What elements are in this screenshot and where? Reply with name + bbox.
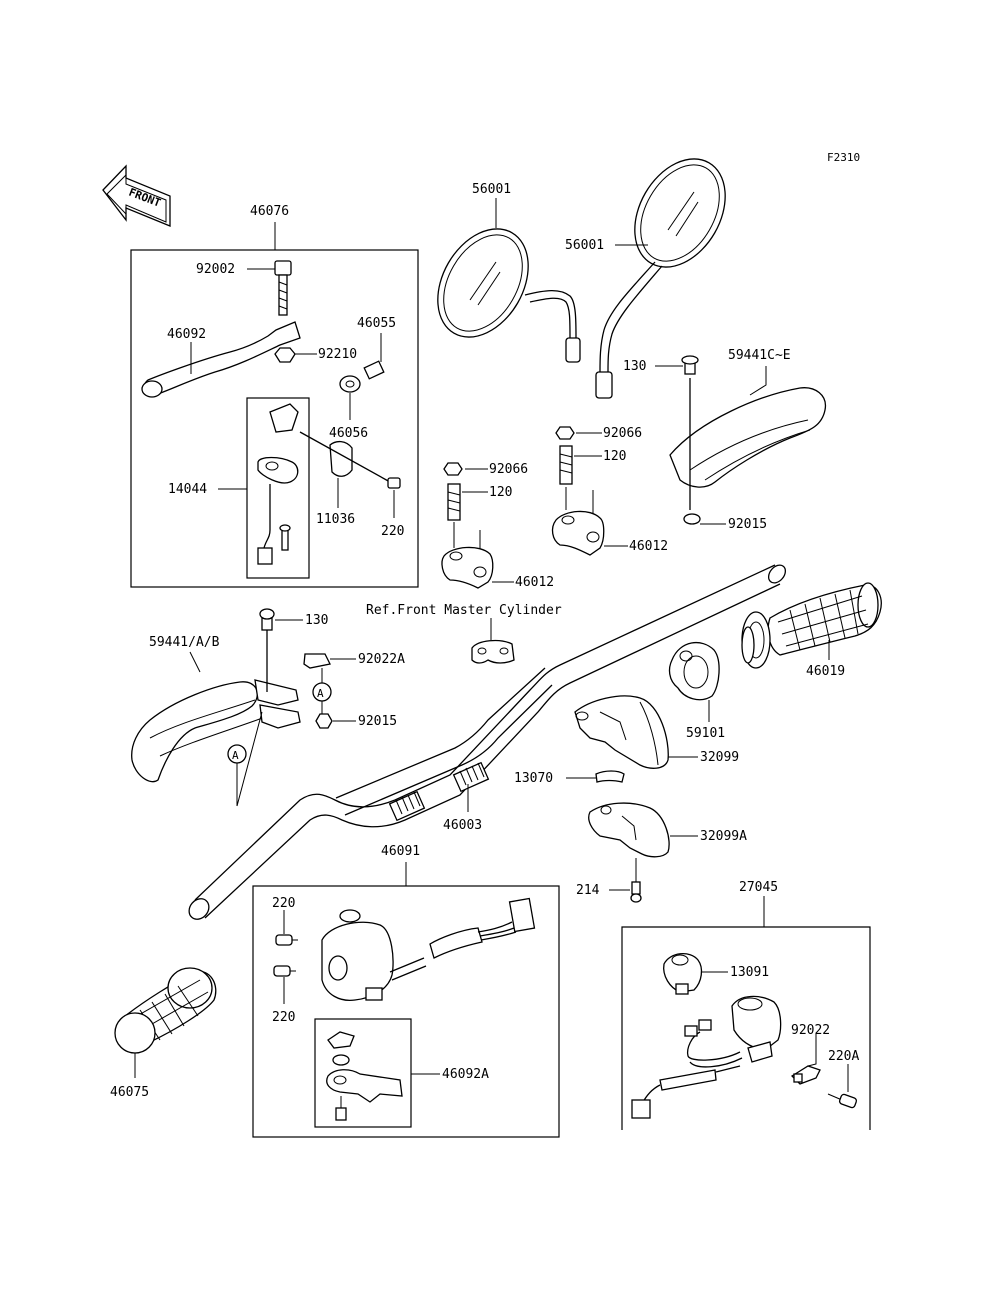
screw-220-upper	[275, 934, 298, 946]
reference-note: Ref.Front Master Cylinder	[366, 603, 562, 618]
right-hand-guard	[669, 355, 827, 525]
label-13070: 13070	[514, 771, 553, 786]
label-214: 214	[576, 883, 600, 898]
label-220-upper: 220	[272, 896, 295, 911]
label-46092a: 46092A	[442, 1067, 489, 1082]
housing-32099a	[588, 802, 670, 858]
screw-220-lower	[273, 965, 296, 977]
label-13091: 13091	[730, 965, 769, 980]
label-120-upper: 120	[603, 449, 626, 464]
callout-a-upper-text: A	[317, 687, 324, 700]
label-92210: 92210	[318, 347, 357, 362]
label-46055: 46055	[357, 316, 396, 331]
label-56001-right: 56001	[565, 238, 604, 253]
label-92022: 92022	[791, 1023, 830, 1038]
retainer-92022	[790, 1065, 821, 1085]
clamp-11036	[329, 440, 353, 477]
switch-27045-box	[621, 926, 871, 1130]
label-27045: 27045	[739, 880, 778, 895]
label-120-lower: 120	[489, 485, 512, 500]
label-130-left: 130	[305, 613, 328, 628]
label-92015-right: 92015	[728, 517, 767, 532]
handlebar-46003	[188, 564, 787, 920]
mirror-left	[437, 228, 581, 363]
clamp-lower-center	[441, 462, 494, 589]
cable-guide-13070	[595, 770, 625, 783]
label-59441-a-b: 59441/A/B	[149, 635, 220, 650]
master-cylinder-clamp	[471, 618, 515, 664]
left-hand-guard	[131, 608, 301, 783]
bolt-92002	[274, 260, 292, 316]
switch-knob	[327, 1031, 355, 1049]
label-220-lever: 220	[381, 524, 404, 539]
label-92022a: 92022A	[358, 652, 405, 667]
label-46092: 46092	[167, 327, 206, 342]
left-grip-46075	[114, 967, 217, 1054]
label-46012-upper: 46012	[629, 539, 668, 554]
label-59101: 59101	[686, 726, 725, 741]
figure-code: F2310	[827, 151, 860, 164]
label-14044: 14044	[168, 482, 207, 497]
throttle-housing-32099	[574, 695, 669, 769]
front-direction-arrow-icon: FRONT	[102, 164, 171, 227]
throttle-pulley-59101	[668, 641, 720, 701]
label-46091: 46091	[381, 844, 420, 859]
label-92066-upper: 92066	[603, 426, 642, 441]
label-32099a: 32099A	[700, 829, 747, 844]
label-220-lower: 220	[272, 1010, 295, 1025]
label-92015-left: 92015	[358, 714, 397, 729]
screw-214	[630, 858, 642, 903]
switch-subparts-box	[314, 1018, 412, 1128]
callout-a-upper: A	[312, 682, 332, 702]
label-59441c-e: 59441C~E	[728, 348, 791, 363]
cable-adjuster	[339, 360, 385, 393]
mirror-right	[595, 158, 726, 399]
screw-220a	[827, 1093, 858, 1109]
switch-housing	[321, 909, 427, 1001]
handlebar-knurl-left	[388, 790, 426, 822]
label-92002: 92002	[196, 262, 235, 277]
nut-92022a	[303, 653, 331, 669]
label-11036: 11036	[316, 512, 355, 527]
right-switch-group: 27045 13091 92022	[621, 880, 871, 1130]
label-46056: 46056	[329, 426, 368, 441]
label-46003: 46003	[443, 818, 482, 833]
left-switch-group: 46091 220 220	[252, 844, 560, 1138]
callout-a-lower-text: A	[232, 749, 239, 762]
handlebar-knurl-right	[452, 761, 490, 793]
housing-13091	[663, 953, 703, 995]
switch-wiring-connector	[429, 897, 536, 959]
kill-switch-wiring	[631, 1019, 743, 1119]
nut-92210	[274, 347, 296, 363]
label-92066-lower: 92066	[489, 462, 528, 477]
choke-lever	[326, 1069, 403, 1103]
throttle-grip-46019	[741, 582, 882, 669]
label-32099: 32099	[700, 750, 739, 765]
label-46019: 46019	[806, 664, 845, 679]
label-56001-left: 56001	[472, 182, 511, 197]
nut-92015-left	[315, 713, 333, 729]
switch-subassembly-box	[246, 397, 310, 579]
clamp-upper-right	[551, 426, 605, 556]
label-220a: 220A	[828, 1049, 859, 1064]
label-130-right: 130	[623, 359, 646, 374]
label-46076: 46076	[250, 204, 289, 219]
label-46075: 46075	[110, 1085, 149, 1100]
left-lever-group: 46076 92002 46092 92210 46055 46056	[130, 204, 419, 588]
label-46012-lower: 46012	[515, 575, 554, 590]
kill-switch-housing	[731, 995, 782, 1063]
callout-a-lower: A	[227, 744, 247, 764]
